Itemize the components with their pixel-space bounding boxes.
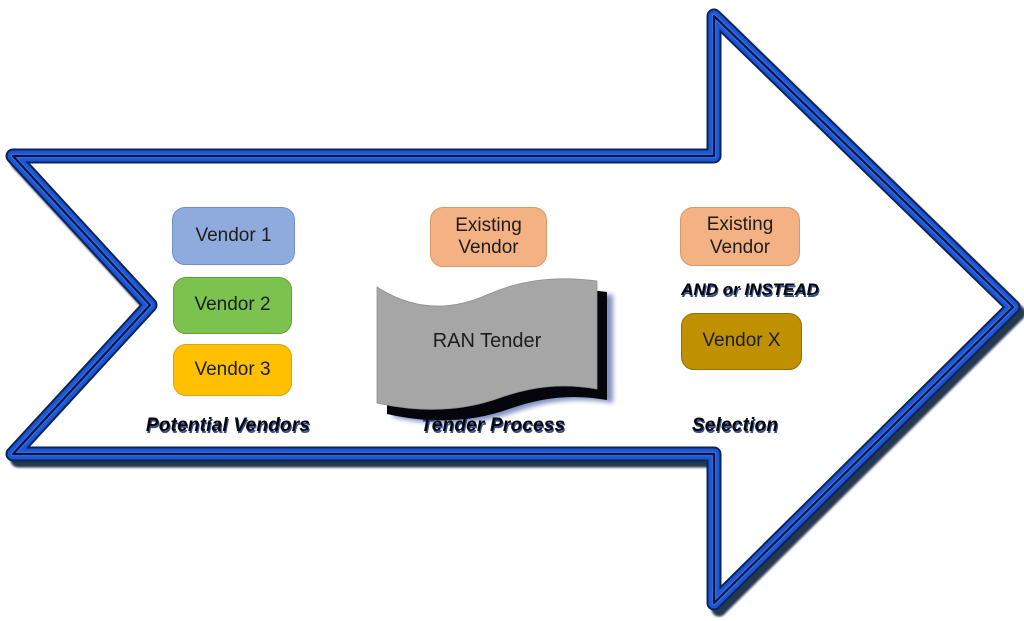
ran-tender-label: RAN Tender [432,329,542,352]
stage-label-selection: Selection [691,415,779,436]
vendor-2-label: Vendor 2 [194,294,271,316]
existing-vendor-label-middle: Existing Vendor [455,214,522,258]
vendor-1-box: Vendor 1 [172,207,308,273]
vendor-x-label: Vendor X [702,330,781,352]
stage-label-tender-process: Tender Process [420,415,566,436]
wave-body [376,278,598,410]
existing-vendor-box-right: Existing Vendor [680,207,813,274]
vendor-3-box: Vendor 3 [173,344,305,404]
ran-tender-wave-shape [376,278,613,424]
vendor-2-box: Vendor 2 [173,277,305,342]
vendor-3-label: Vendor 3 [194,358,271,380]
arrow-center-line [11,14,1015,605]
vendor-x-box: Vendor X [681,313,815,378]
and-or-instead-text: AND or INSTEAD [681,280,819,299]
existing-vendor-label-right: Existing Vendor [706,214,774,258]
ran-tender-caption: RAN Tender [378,281,596,401]
existing-vendor-box-middle: Existing Vendor [430,207,560,275]
stage-label-potential-vendors: Potential Vendors [145,415,311,436]
vendor-1-label: Vendor 1 [195,224,272,246]
